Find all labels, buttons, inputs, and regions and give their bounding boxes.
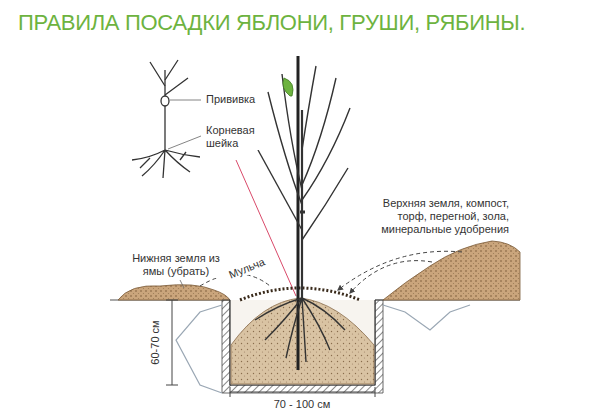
main-branch	[302, 168, 348, 240]
leader-line	[168, 136, 201, 149]
inset-roots	[132, 150, 200, 178]
inset-seedling	[132, 60, 201, 178]
transfer-arrow	[338, 251, 462, 290]
lower-soil-heap	[118, 285, 230, 300]
lower-soil-label: Нижняя земля из ямы (убрать)	[118, 252, 234, 278]
leaf-icon	[283, 78, 293, 96]
support-stake	[297, 56, 300, 370]
main-roots	[255, 298, 345, 362]
root-collar-label: Корневая шейка	[204, 124, 272, 150]
width-dimension: 70 - 100 см	[272, 398, 332, 411]
main-seedling	[255, 66, 350, 362]
fertile-mound	[231, 298, 374, 384]
dimension-line	[166, 300, 178, 385]
pit-contour	[383, 305, 470, 330]
main-branch	[282, 74, 302, 190]
main-branch	[302, 108, 350, 200]
inset-trunk	[164, 70, 165, 150]
main-branch	[302, 66, 316, 150]
upper-soil-label: Верхняя земля, компост, торф, перегной, …	[362, 197, 511, 236]
page-title: ПРАВИЛА ПОСАДКИ ЯБЛОНИ, ГРУШИ, РЯБИНЫ.	[18, 10, 525, 36]
transfer-arrow	[350, 261, 432, 293]
dimension-line	[230, 387, 375, 397]
main-branch	[258, 150, 302, 230]
inset-branch	[150, 60, 188, 95]
graft-label: Прививка	[204, 93, 257, 106]
stake-tie	[300, 211, 305, 214]
main-branch	[302, 78, 336, 185]
pit-contour	[176, 305, 222, 393]
depth-dimension: 60-70 см	[148, 318, 161, 366]
inset-graft	[161, 96, 169, 106]
main-branch	[268, 92, 302, 205]
leader-line	[170, 100, 201, 101]
leader-line	[180, 280, 184, 288]
upper-soil-heap	[383, 241, 520, 300]
